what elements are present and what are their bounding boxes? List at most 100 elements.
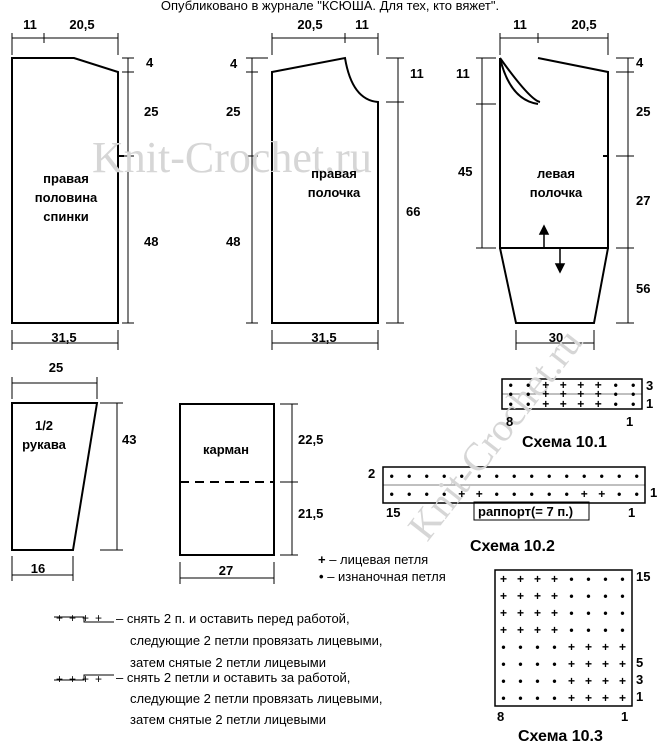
knit-stitch: + — [559, 396, 567, 411]
purl-stitch: • — [477, 469, 482, 483]
knit-stitch: + — [499, 588, 508, 603]
right-front-total-dim: 66 — [406, 204, 421, 219]
purl-stitch: • — [613, 396, 618, 411]
left-front-title-line-2: полочка — [529, 185, 583, 200]
knit-stitch: + — [550, 605, 559, 620]
purl-stitch: • — [552, 690, 557, 705]
sleeve-title-line-2: рукава — [22, 437, 66, 452]
legend-purl-text: – изнаночная петля — [327, 569, 446, 584]
scheme-10-2-caption: Схема 10.2 — [470, 538, 555, 555]
purl-stitch: • — [564, 487, 569, 501]
purl-stitch: • — [535, 656, 540, 671]
right-front-lower-dim: 48 — [226, 234, 241, 249]
purl-stitch: • — [518, 639, 523, 654]
purl-stitch: • — [512, 487, 517, 501]
scheme-10-3-row-label-1: 1 — [636, 689, 644, 704]
purl-stitch: • — [620, 588, 625, 603]
knit-stitch: + — [618, 639, 627, 654]
purl-stitch: • — [613, 377, 618, 392]
knit-stitch: + — [584, 673, 593, 688]
knit-stitch: + — [594, 387, 602, 402]
purl-stitch: • — [603, 588, 608, 603]
purl-stitch: • — [501, 673, 506, 688]
purl-stitch: • — [613, 387, 618, 402]
back-piece-outline — [11, 57, 119, 324]
knit-stitch: + — [577, 377, 585, 392]
purl-stitch: • — [586, 571, 591, 586]
right-front-neck-dim: 11 — [410, 66, 424, 81]
purl-stitch: • — [526, 377, 531, 392]
knit-stitch: + — [516, 571, 525, 586]
scheme-10-3-col-right: 1 — [621, 709, 629, 724]
left-front-top-right-dim: 20,5 — [571, 17, 597, 32]
purl-stitch: • — [569, 588, 574, 603]
knit-stitch: + — [516, 588, 525, 603]
knit-stitch: + — [601, 639, 610, 654]
purl-stitch: • — [586, 622, 591, 637]
knit-stitch: + — [458, 487, 466, 501]
pocket-upper-dim: 22,5 — [298, 432, 324, 447]
purl-stitch: • — [529, 469, 534, 483]
knit-stitch: + — [601, 656, 610, 671]
right-front-top-right-dim: 11 — [355, 17, 369, 32]
purl-stitch: • — [459, 469, 464, 483]
left-front-neck-dim: 11 — [456, 66, 470, 81]
purl-stitch: • — [620, 571, 625, 586]
cable-note-front-line-3: затем снятые 2 петли лицевыми — [130, 655, 326, 670]
sleeve-height-dim: 43 — [122, 432, 137, 447]
purl-stitch: • — [535, 673, 540, 688]
left-front-armhole-dim: 25 — [636, 104, 651, 119]
right-front-title-line-2: полочка — [307, 185, 361, 200]
pocket-title: карман — [202, 442, 250, 457]
left-front-lower-total-dim: 56 — [636, 281, 651, 296]
purl-stitch: • — [518, 656, 523, 671]
knit-stitch: + — [577, 396, 585, 411]
knit-stitch: + — [567, 673, 576, 688]
purl-stitch: • — [508, 377, 513, 392]
knit-stitch: + — [594, 396, 602, 411]
back-shoulder-dim: 4 — [146, 55, 154, 70]
purl-stitch: • — [631, 396, 636, 411]
knit-stitch: + — [550, 588, 559, 603]
purl-stitch: • — [518, 673, 523, 688]
knit-stitch: + — [584, 656, 593, 671]
knit-stitch: + — [601, 690, 610, 705]
purl-stitch: • — [569, 605, 574, 620]
purl-stitch: • — [389, 487, 394, 501]
back-lower-dim: 48 — [144, 234, 159, 249]
purl-stitch: • — [552, 639, 557, 654]
cable-note-back-line-2: следующие 2 петли провязать лицевыми, — [130, 691, 383, 706]
scheme-10-1-row-label-bottom: 1 — [646, 396, 654, 411]
back-top-right-dim: 20,5 — [69, 17, 95, 32]
knit-stitch: + — [601, 673, 610, 688]
back-armhole-dim: 25 — [144, 104, 159, 119]
purl-stitch: • — [442, 469, 447, 483]
knit-stitch: + — [567, 690, 576, 705]
knit-stitch: + — [559, 387, 567, 402]
knit-stitch: + — [618, 656, 627, 671]
left-front-shoulder-dim: 4 — [636, 55, 644, 70]
purl-stitch: • — [407, 487, 412, 501]
scheme-10-1-caption: Схема 10.1 — [522, 434, 607, 451]
knit-stitch: + — [516, 605, 525, 620]
purl-stitch: • — [599, 469, 604, 483]
scheme-10-3-row-label-15: 15 — [636, 569, 651, 584]
purl-stitch: • — [501, 639, 506, 654]
purl-stitch: • — [552, 656, 557, 671]
knit-stitch: + — [577, 387, 585, 402]
knit-stitch: + — [499, 571, 508, 586]
sleeve-outline — [11, 402, 99, 551]
left-front-top-left-dim: 11 — [513, 17, 527, 32]
purl-stitch: • — [389, 469, 394, 483]
knit-stitch: + — [533, 588, 542, 603]
scheme-10-3-col-left: 8 — [497, 709, 505, 724]
knit-stitch: + — [580, 487, 588, 501]
back-title-line-2: половина — [34, 190, 98, 205]
purl-stitch: • — [569, 571, 574, 586]
purl-symbol: • — [319, 569, 324, 584]
knit-stitch: + — [542, 377, 550, 392]
legend-purl: • – изнаночная петля — [319, 569, 446, 584]
left-front-upper-total-dim: 45 — [458, 164, 473, 179]
back-piece-title: правая половина спинки — [35, 169, 98, 226]
knit-stitch: + — [533, 622, 542, 637]
